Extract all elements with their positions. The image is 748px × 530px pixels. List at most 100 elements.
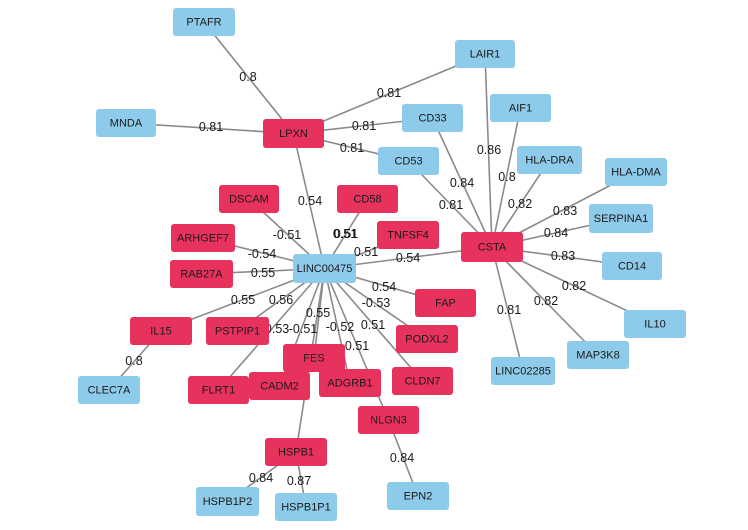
node-label: AIF1 [509, 103, 532, 115]
node-label: ADGRB1 [327, 378, 372, 390]
edge-weight-label: 0.82 [562, 279, 586, 293]
node-box [415, 289, 476, 317]
edge-weight-label: 0.8 [239, 70, 256, 84]
node-box [96, 109, 156, 137]
edge-weight-label: 0.87 [287, 474, 311, 488]
node-label: CD58 [353, 194, 381, 206]
node-box [567, 341, 629, 369]
node-epn2: EPN2 [387, 482, 449, 510]
node-clec7a: CLEC7A [78, 376, 140, 404]
edge-lpxn-lair1 [293, 53, 486, 135]
edge-weight-label: 0.84 [249, 471, 273, 485]
node-il10: IL10 [624, 310, 686, 338]
edge-weight-label: 0.86 [477, 143, 501, 157]
node-box [130, 317, 192, 345]
edge-weight-label: 0.56 [269, 293, 293, 307]
edge-weight-label: 0.84 [390, 451, 414, 465]
node-box [170, 260, 233, 288]
node-csta: CSTA [461, 232, 523, 262]
node-label: CLDN7 [404, 376, 440, 388]
node-hla-dma: HLA-DMA [605, 158, 667, 186]
node-label: IL10 [644, 319, 665, 331]
node-label: LPXN [279, 128, 308, 140]
node-box [387, 482, 449, 510]
node-map3k8: MAP3K8 [567, 341, 629, 369]
edge-weight-label: 0.82 [534, 294, 558, 308]
edge-weight-label: 0.84 [450, 176, 474, 190]
node-label: TNFSF4 [387, 230, 429, 242]
edge-weight-label: 0.55 [231, 293, 255, 307]
node-label: SERPINA1 [594, 213, 648, 225]
edge-weight-label: 0.55 [251, 266, 275, 280]
node-lair1: LAIR1 [455, 40, 515, 68]
node-linc02285: LINC02285 [491, 357, 555, 385]
edge-linc00475-flrt1 [217, 267, 326, 391]
edge-weight-label: 0.81 [352, 119, 376, 133]
edge-linc00475-cldn7 [323, 267, 424, 382]
node-hspb1: HSPB1 [265, 438, 327, 466]
edge-linc00475-adgrb1 [323, 268, 351, 384]
edge-weight-label: -0.54 [248, 247, 277, 261]
node-aif1: AIF1 [490, 94, 551, 122]
node-box [78, 376, 140, 404]
edge-weight-label: 0.54 [298, 194, 322, 208]
node-box [319, 369, 381, 397]
node-cldn7: CLDN7 [392, 367, 453, 395]
node-arhgef7: ARHGEF7 [171, 224, 235, 252]
edge-csta-cd33 [431, 117, 493, 248]
node-label: HLA-DMA [611, 167, 661, 179]
edge-csta-lair1 [484, 53, 493, 248]
node-label: HSPB1 [278, 447, 314, 459]
edge-weight-label: 0.83 [551, 249, 575, 263]
node-adgrb1: ADGRB1 [319, 369, 381, 397]
node-lpxn: LPXN [263, 119, 324, 148]
node-label: PSTPIP1 [215, 326, 260, 338]
node-hla-dra: HLA-DRA [517, 146, 582, 174]
node-cadm2: CADM2 [249, 372, 310, 400]
node-cd33: CD33 [402, 104, 463, 132]
edge-weight-label: 0.51 [361, 318, 385, 332]
node-label: HSPB1P1 [281, 502, 331, 514]
node-box [196, 487, 259, 516]
node-label: MAP3K8 [576, 350, 619, 362]
node-box [283, 344, 345, 372]
node-box [396, 325, 458, 353]
node-hspb1p1: HSPB1P1 [275, 493, 337, 521]
node-label: PTAFR [186, 17, 221, 29]
edge-weight-label: -0.53 [362, 296, 391, 310]
node-label: DSCAM [229, 194, 269, 206]
edge-weight-label: 0.83 [553, 204, 577, 218]
edge-weight-label: 0.8 [498, 170, 515, 184]
edge-weight-label: 0.81 [497, 303, 521, 317]
node-box [293, 254, 356, 283]
edge-weight-label: 0.81 [340, 141, 364, 155]
node-hspb1p2: HSPB1P2 [196, 487, 259, 516]
edge-weight-label: 0.55 [306, 306, 330, 320]
node-box [263, 119, 324, 148]
edge-weight-label: 0.81 [199, 120, 223, 134]
node-podxl2: PODXL2 [396, 325, 458, 353]
edge-weight-label: -0.51 [341, 339, 370, 353]
node-box [392, 367, 453, 395]
node-box [402, 104, 463, 132]
node-label: IL15 [150, 326, 171, 338]
node-box [219, 185, 279, 213]
edge-weight-label: 0.54 [372, 280, 396, 294]
node-ptafr: PTAFR [173, 8, 235, 36]
node-label: LINC00475 [297, 263, 353, 275]
node-label: HSPB1P2 [203, 496, 253, 508]
node-box [337, 185, 398, 213]
edge-weight-label: 0.51 [333, 227, 357, 241]
edge-weight-label: 0.54 [396, 251, 420, 265]
node-label: LINC02285 [495, 366, 551, 378]
node-box [491, 357, 555, 385]
node-nlgn3: NLGN3 [358, 406, 419, 434]
node-label: FAP [435, 298, 456, 310]
node-box [265, 438, 327, 466]
node-label: MNDA [110, 118, 143, 130]
edge-weight-label: 0.51 [334, 227, 358, 241]
node-label: FLRT1 [202, 385, 235, 397]
node-fap: FAP [415, 289, 476, 317]
